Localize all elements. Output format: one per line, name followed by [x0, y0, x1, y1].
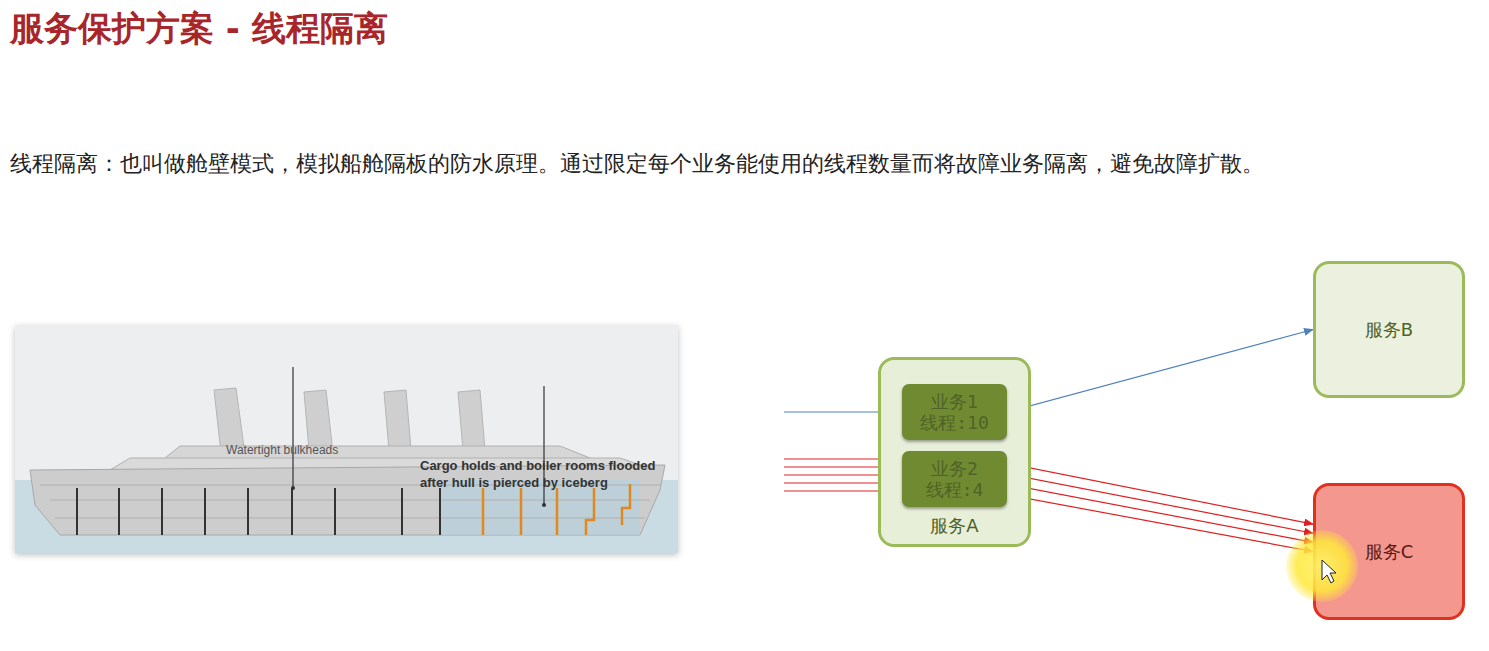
- service-box: 服务B: [1313, 261, 1465, 398]
- body-paragraph: 线程隔离：也叫做舱壁模式，模拟船舱隔板的防水原理。通过限定每个业务能使用的线程数…: [10, 138, 1480, 190]
- node-text: 服务B: [1365, 318, 1413, 342]
- business-box: 业务1 线程:10: [902, 384, 1007, 440]
- illustration-label: Watertight bulkheads: [226, 443, 1489, 457]
- request-arrow: [1007, 495, 1313, 552]
- service-box: 服务A 业务1 线程:10 业务2 线程:4: [878, 357, 1031, 547]
- business-box: 业务2 线程:4: [902, 451, 1007, 507]
- node-text: 业务1 线程:10: [920, 391, 989, 433]
- node-text: 服务A: [930, 514, 978, 538]
- page-title: 服务保护方案 - 线程隔离: [10, 6, 1489, 52]
- illustration-label: Cargo holds and boiler rooms flooded aft…: [420, 457, 680, 491]
- request-arrow: [1007, 484, 1313, 542]
- request-arrow: [1007, 463, 1313, 524]
- node-text: 业务2 线程:4: [926, 458, 984, 500]
- failed-service-box: 服务C: [1313, 483, 1465, 620]
- request-arrow: [1007, 330, 1313, 413]
- node-text: 服务C: [1365, 540, 1414, 564]
